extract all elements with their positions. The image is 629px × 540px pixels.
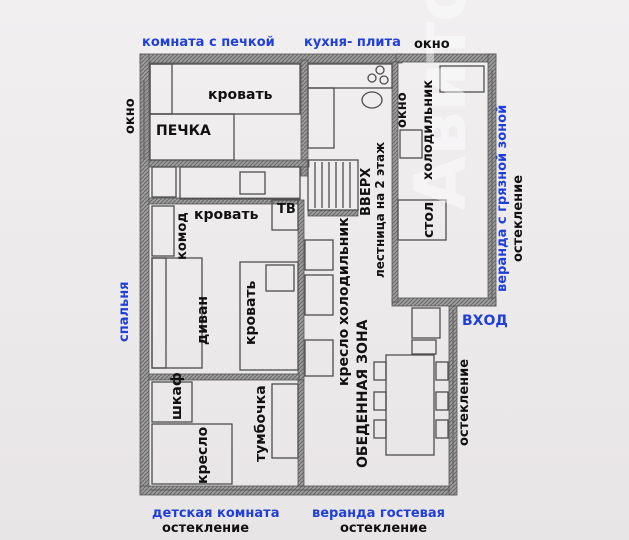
- label-fridge-dining: холодильник: [336, 217, 352, 325]
- glazing-lines: [143, 70, 493, 491]
- label-glazing-bottom-right: остекление: [340, 521, 428, 536]
- commode-shape: [151, 205, 175, 257]
- label-glazing-bottom-left: остекление: [162, 521, 250, 536]
- label-armchair-dining: кресло: [336, 328, 352, 386]
- stove-shape: [149, 113, 235, 161]
- wardrobe-shape: [151, 381, 193, 423]
- label-commode: комод: [175, 212, 190, 260]
- label-armchair-kids: кресло: [195, 426, 211, 484]
- label-stove: ПЕЧКА: [156, 123, 211, 139]
- label-bed-middle: кровать: [194, 207, 259, 223]
- label-kids-room: детская комната: [152, 506, 280, 521]
- dining-table-shape: [385, 354, 435, 456]
- label-fridge-kitchen: холодильник: [421, 79, 436, 180]
- label-sofa: диван: [195, 295, 211, 345]
- bed-bedroom-shape: [239, 261, 299, 371]
- label-entrance: ВХОД: [462, 313, 508, 329]
- table-kitchen-shape: [397, 199, 447, 241]
- label-tv: ТВ: [277, 202, 296, 217]
- label-dining-zone: ОБЕДЕННАЯ ЗОНА: [355, 319, 371, 469]
- label-table: стол: [421, 201, 437, 238]
- nightstand-shape: [271, 383, 299, 459]
- label-nightstand: тумбочка: [253, 385, 269, 462]
- label-stairs: лестница на 2 этаж: [373, 141, 387, 278]
- label-glazing-right-top: остекление: [511, 174, 526, 262]
- label-window-top: окно: [414, 37, 450, 52]
- watermark: Авито: [400, 0, 482, 210]
- armchair-kids-shape: [151, 423, 233, 485]
- stairs-shape: [307, 159, 359, 211]
- label-window-kitchen: окно: [395, 92, 410, 128]
- label-bedroom: спальня: [117, 281, 132, 342]
- label-bed-bedroom: кровать: [243, 280, 259, 345]
- label-room-stove: комната с печкой: [142, 35, 275, 50]
- label-window-left: окно: [123, 98, 138, 134]
- label-kitchen-stove: кухня- плита: [304, 35, 401, 50]
- label-guest-veranda: веранда гостевая: [312, 506, 446, 521]
- label-up: ВВЕРХ: [359, 167, 374, 216]
- label-bed-top: кровать: [208, 87, 273, 103]
- bed-middle-shape: [179, 166, 301, 200]
- label-wardrobe: шкаф: [169, 372, 185, 420]
- furniture: [149, 63, 485, 485]
- label-veranda-dirty: веранда с грязной зоной: [495, 104, 510, 292]
- label-glazing-right-bottom: остекление: [457, 358, 472, 446]
